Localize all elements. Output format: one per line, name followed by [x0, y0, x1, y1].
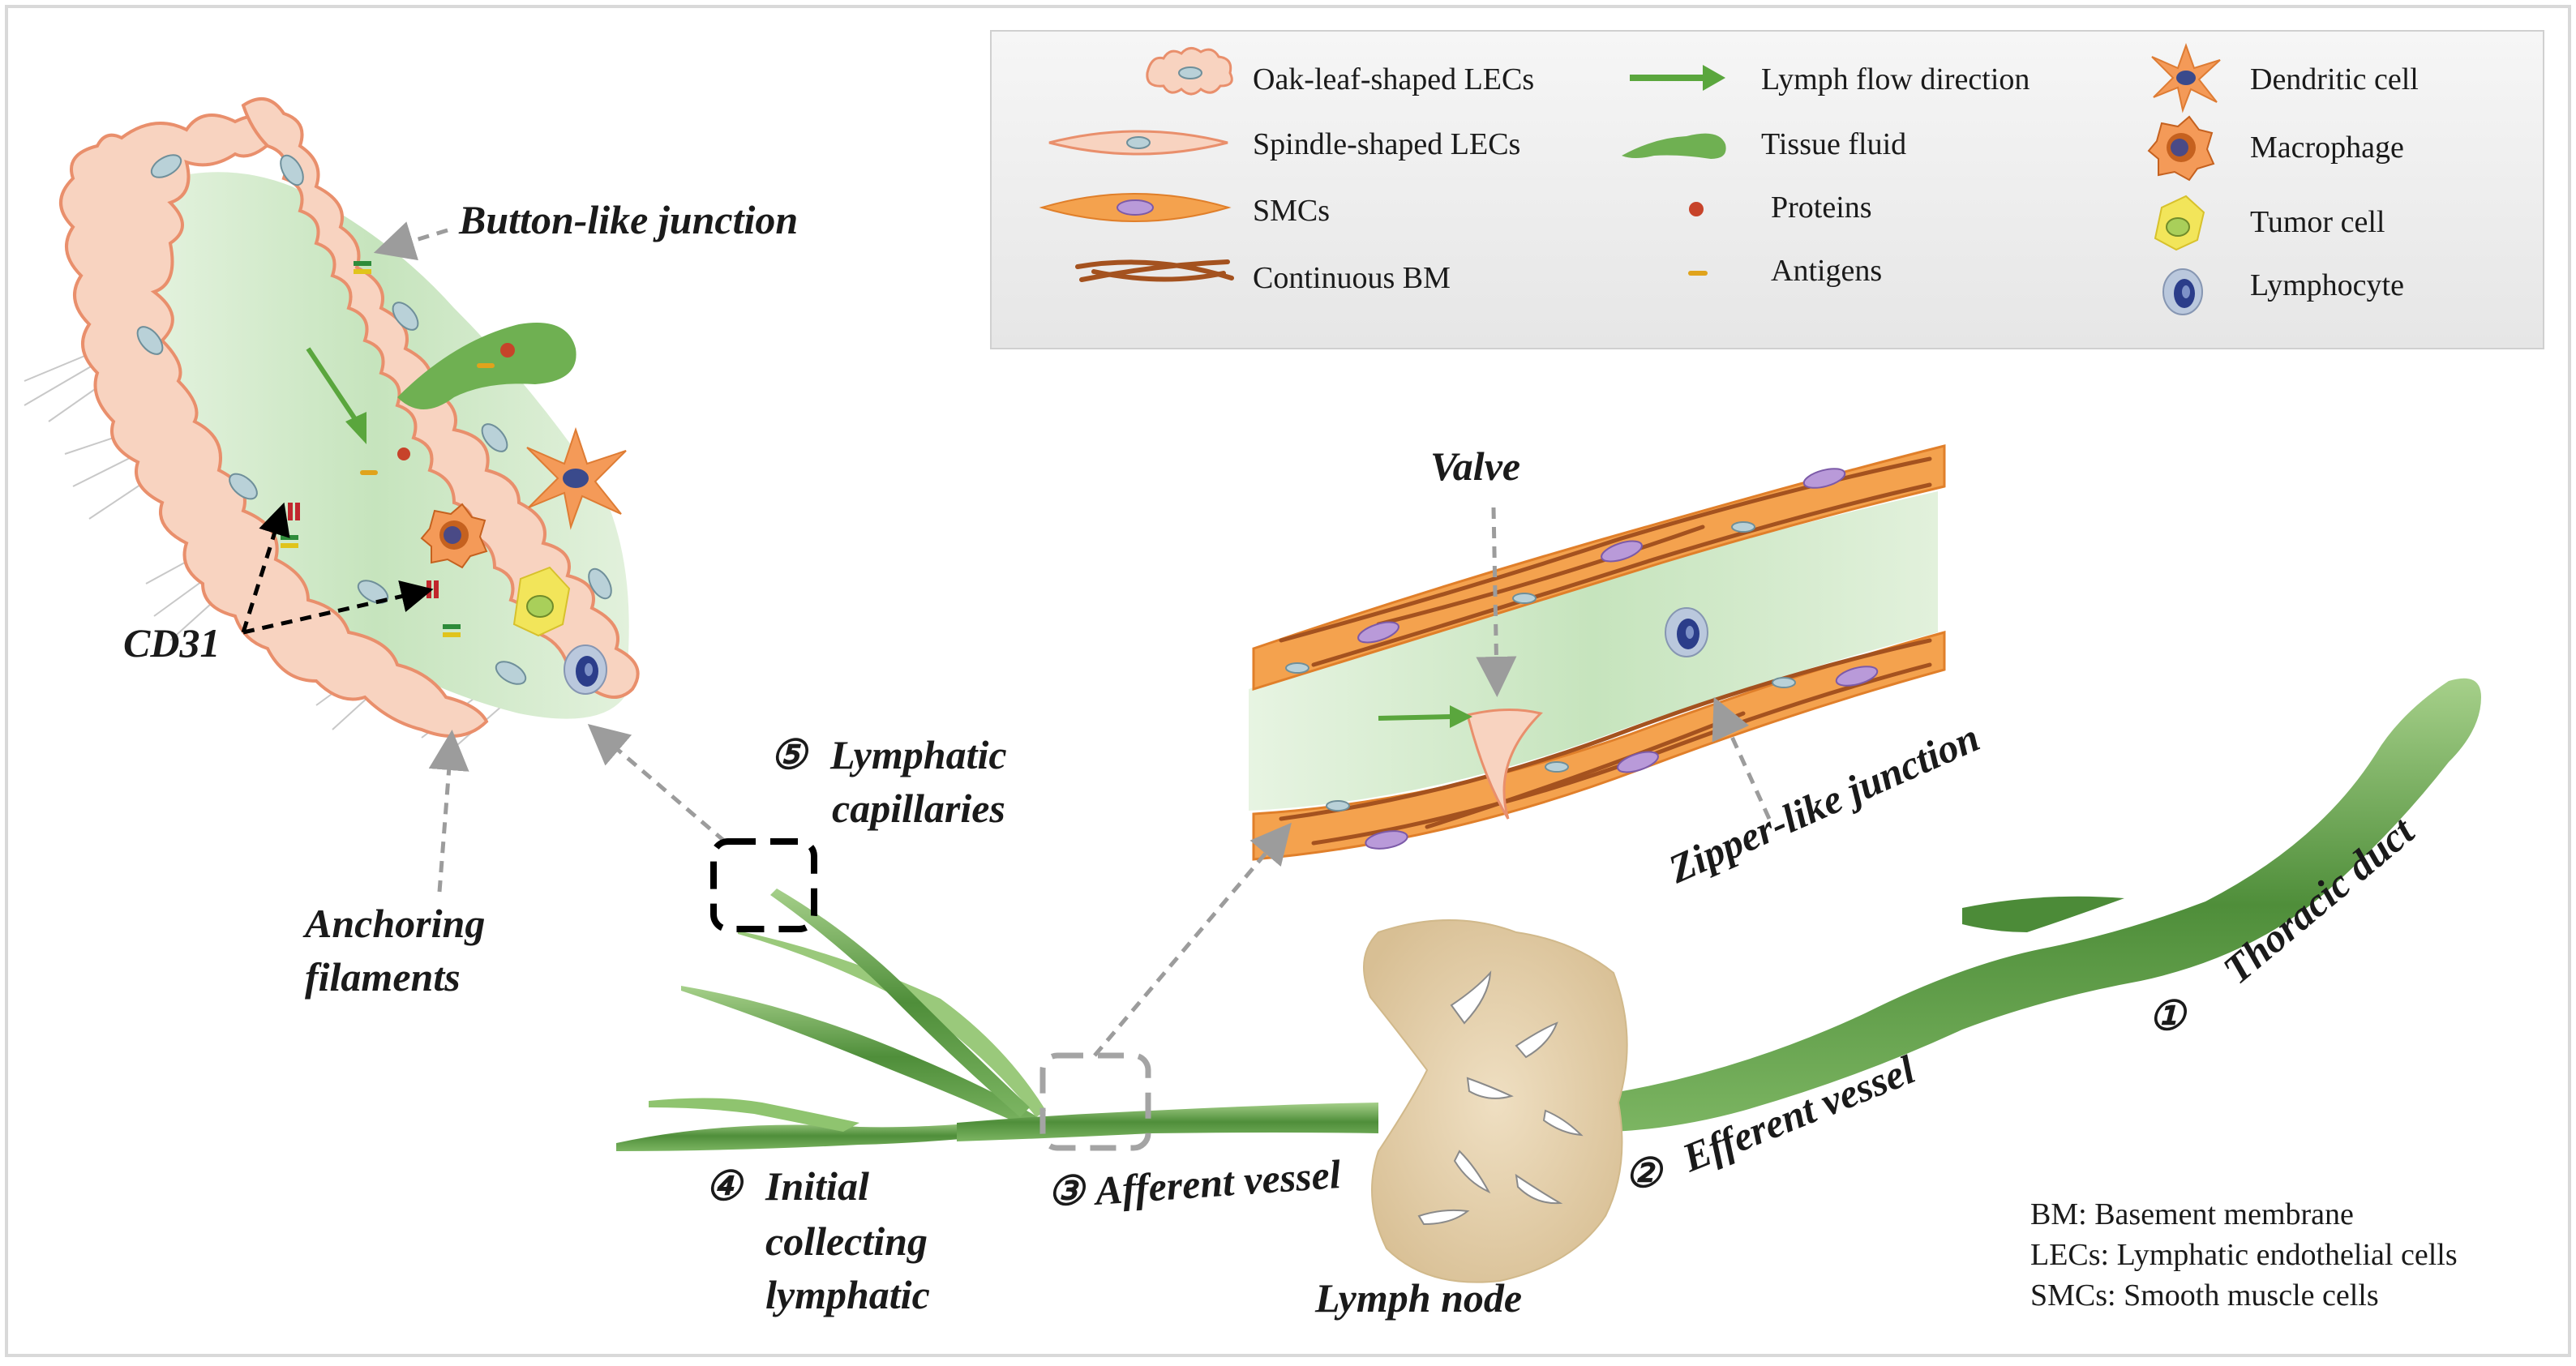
thoracic-duct-branch: [1962, 896, 2124, 932]
label-afferent: Afferent vessel: [1091, 1151, 1342, 1214]
legend-label-tumor: Tumor cell: [2250, 205, 2385, 239]
arrow-zipper-junction: [1712, 696, 1772, 820]
basement-membrane-icon: [1075, 259, 1234, 282]
capillary-flow-arrow: [306, 347, 359, 423]
legend-label-spindle: Spindle-shaped LECs: [1253, 127, 1520, 161]
label-capillaries-2: capillaries: [832, 786, 1005, 831]
capillary-lumen: [122, 172, 629, 719]
tissue-fluid-icon: [1622, 133, 1726, 159]
arrow-capillary-zoom: [587, 723, 727, 843]
legend-label-smc: SMCs: [1253, 194, 1330, 228]
smc-icon: [1039, 193, 1232, 222]
label-initial-2: collecting: [765, 1218, 928, 1264]
antigen-in-lumen: [360, 470, 378, 475]
label-button-junction: Button-like junction: [458, 197, 798, 242]
legend-label-macro: Macrophage: [2250, 131, 2404, 165]
collecting-flow-arrow: [1378, 714, 1452, 721]
label-initial-1: Initial: [765, 1163, 869, 1209]
tumor-cell-icon: [2154, 195, 2205, 251]
legend-label-fluid: Tissue fluid: [1761, 127, 1906, 161]
legend-label-oak: Oak-leaf-shaped LECs: [1253, 62, 1534, 96]
arrow-vessel-zoom: [1093, 822, 1292, 1057]
vessel-zoom-box: [1039, 1052, 1151, 1151]
capillary-detail: [24, 97, 640, 763]
vessel-tree: [616, 678, 2481, 1151]
label-anchoring-2: filaments: [305, 954, 461, 1000]
antigen-dash-icon: [1688, 271, 1708, 276]
green-arrow-icon: [1630, 65, 1725, 91]
capillary-flow-arrowhead: [345, 412, 366, 444]
branch-lower-left-2: [649, 1098, 859, 1132]
label-capillaries-1: Lymphatic: [829, 732, 1007, 777]
label-efferent-number: ②: [1625, 1150, 1664, 1196]
label-valve: Valve: [1430, 443, 1520, 489]
tumor-cell-in-capillary: [512, 566, 571, 637]
efferent-thoracic-duct: [1614, 678, 2481, 1132]
label-afferent-number: ③: [1048, 1168, 1087, 1214]
protein-in-fluid: [500, 343, 515, 358]
abbrev-smcs: SMCs: Smooth muscle cells: [2030, 1278, 2379, 1312]
protein-dot-icon: [1689, 202, 1704, 216]
lymphocyte-in-vessel: [1665, 607, 1708, 657]
legend-label-proteins: Proteins: [1771, 191, 1872, 225]
dendritic-cell-in-capillary: [526, 426, 627, 530]
legend-label-lympho: Lymphocyte: [2250, 268, 2404, 302]
callout-arrows: [241, 221, 1772, 1057]
lymphocyte-icon: [2162, 268, 2203, 315]
label-initial-3: lymphatic: [765, 1272, 930, 1317]
label-cd31: CD31: [123, 620, 220, 666]
legend-label-bm: Continuous BM: [1253, 261, 1451, 295]
collecting-wall-upper: [1252, 444, 1946, 692]
branch-capillary-stem: [770, 889, 1030, 1117]
branch-lower-left: [616, 1120, 1005, 1151]
branch-mid-left: [681, 986, 1038, 1128]
label-anchoring-1: Anchoring: [302, 901, 485, 946]
antigen-in-fluid: [477, 363, 495, 368]
legend-label-dc: Dendritic cell: [2250, 62, 2419, 96]
label-thoracic-number: ①: [2149, 993, 2188, 1038]
abbrev-bm: BM: Basement membrane: [2030, 1197, 2354, 1231]
legend-box: Oak-leaf-shaped LECs Spindle-shaped LECs…: [990, 30, 2544, 349]
collecting-vessel-detail: [1249, 444, 1946, 861]
arrow-valve: [1476, 507, 1517, 697]
figure-frame: [5, 5, 2571, 1357]
lec-wall-left: [59, 113, 489, 738]
label-initial-number: ④: [705, 1163, 744, 1209]
collecting-flow-arrowhead: [1450, 705, 1472, 728]
macrophage-in-capillary: [420, 503, 488, 569]
arrow-cd31-1: [241, 502, 290, 633]
legend-label-antigens: Antigens: [1771, 254, 1882, 288]
oak-leaf-lec-icon: [1146, 47, 1233, 96]
label-capillaries-number: ⑤: [770, 732, 809, 777]
collecting-lumen: [1249, 491, 1938, 811]
valve-leaflet: [1466, 709, 1543, 820]
legend-label-flow: Lymph flow direction: [1761, 62, 2030, 96]
afferent-vessel: [957, 1103, 1378, 1141]
protein-in-lumen: [397, 447, 410, 460]
spindle-lec-icon: [1048, 130, 1228, 156]
label-lymph-node: Lymph node: [1314, 1275, 1522, 1321]
macrophage-icon: [2147, 115, 2215, 182]
abbrev-lecs: LECs: Lymphatic endothelial cells: [2030, 1238, 2458, 1272]
dendritic-cell-icon: [2151, 43, 2221, 113]
capillary-zoom-box: [710, 838, 817, 932]
arrow-button-junction: [373, 221, 448, 261]
lymphocyte-in-capillary: [564, 644, 607, 695]
arrow-anchoring: [428, 730, 469, 893]
arrow-cd31-2: [242, 580, 434, 635]
lymph-node: [1363, 919, 1628, 1283]
